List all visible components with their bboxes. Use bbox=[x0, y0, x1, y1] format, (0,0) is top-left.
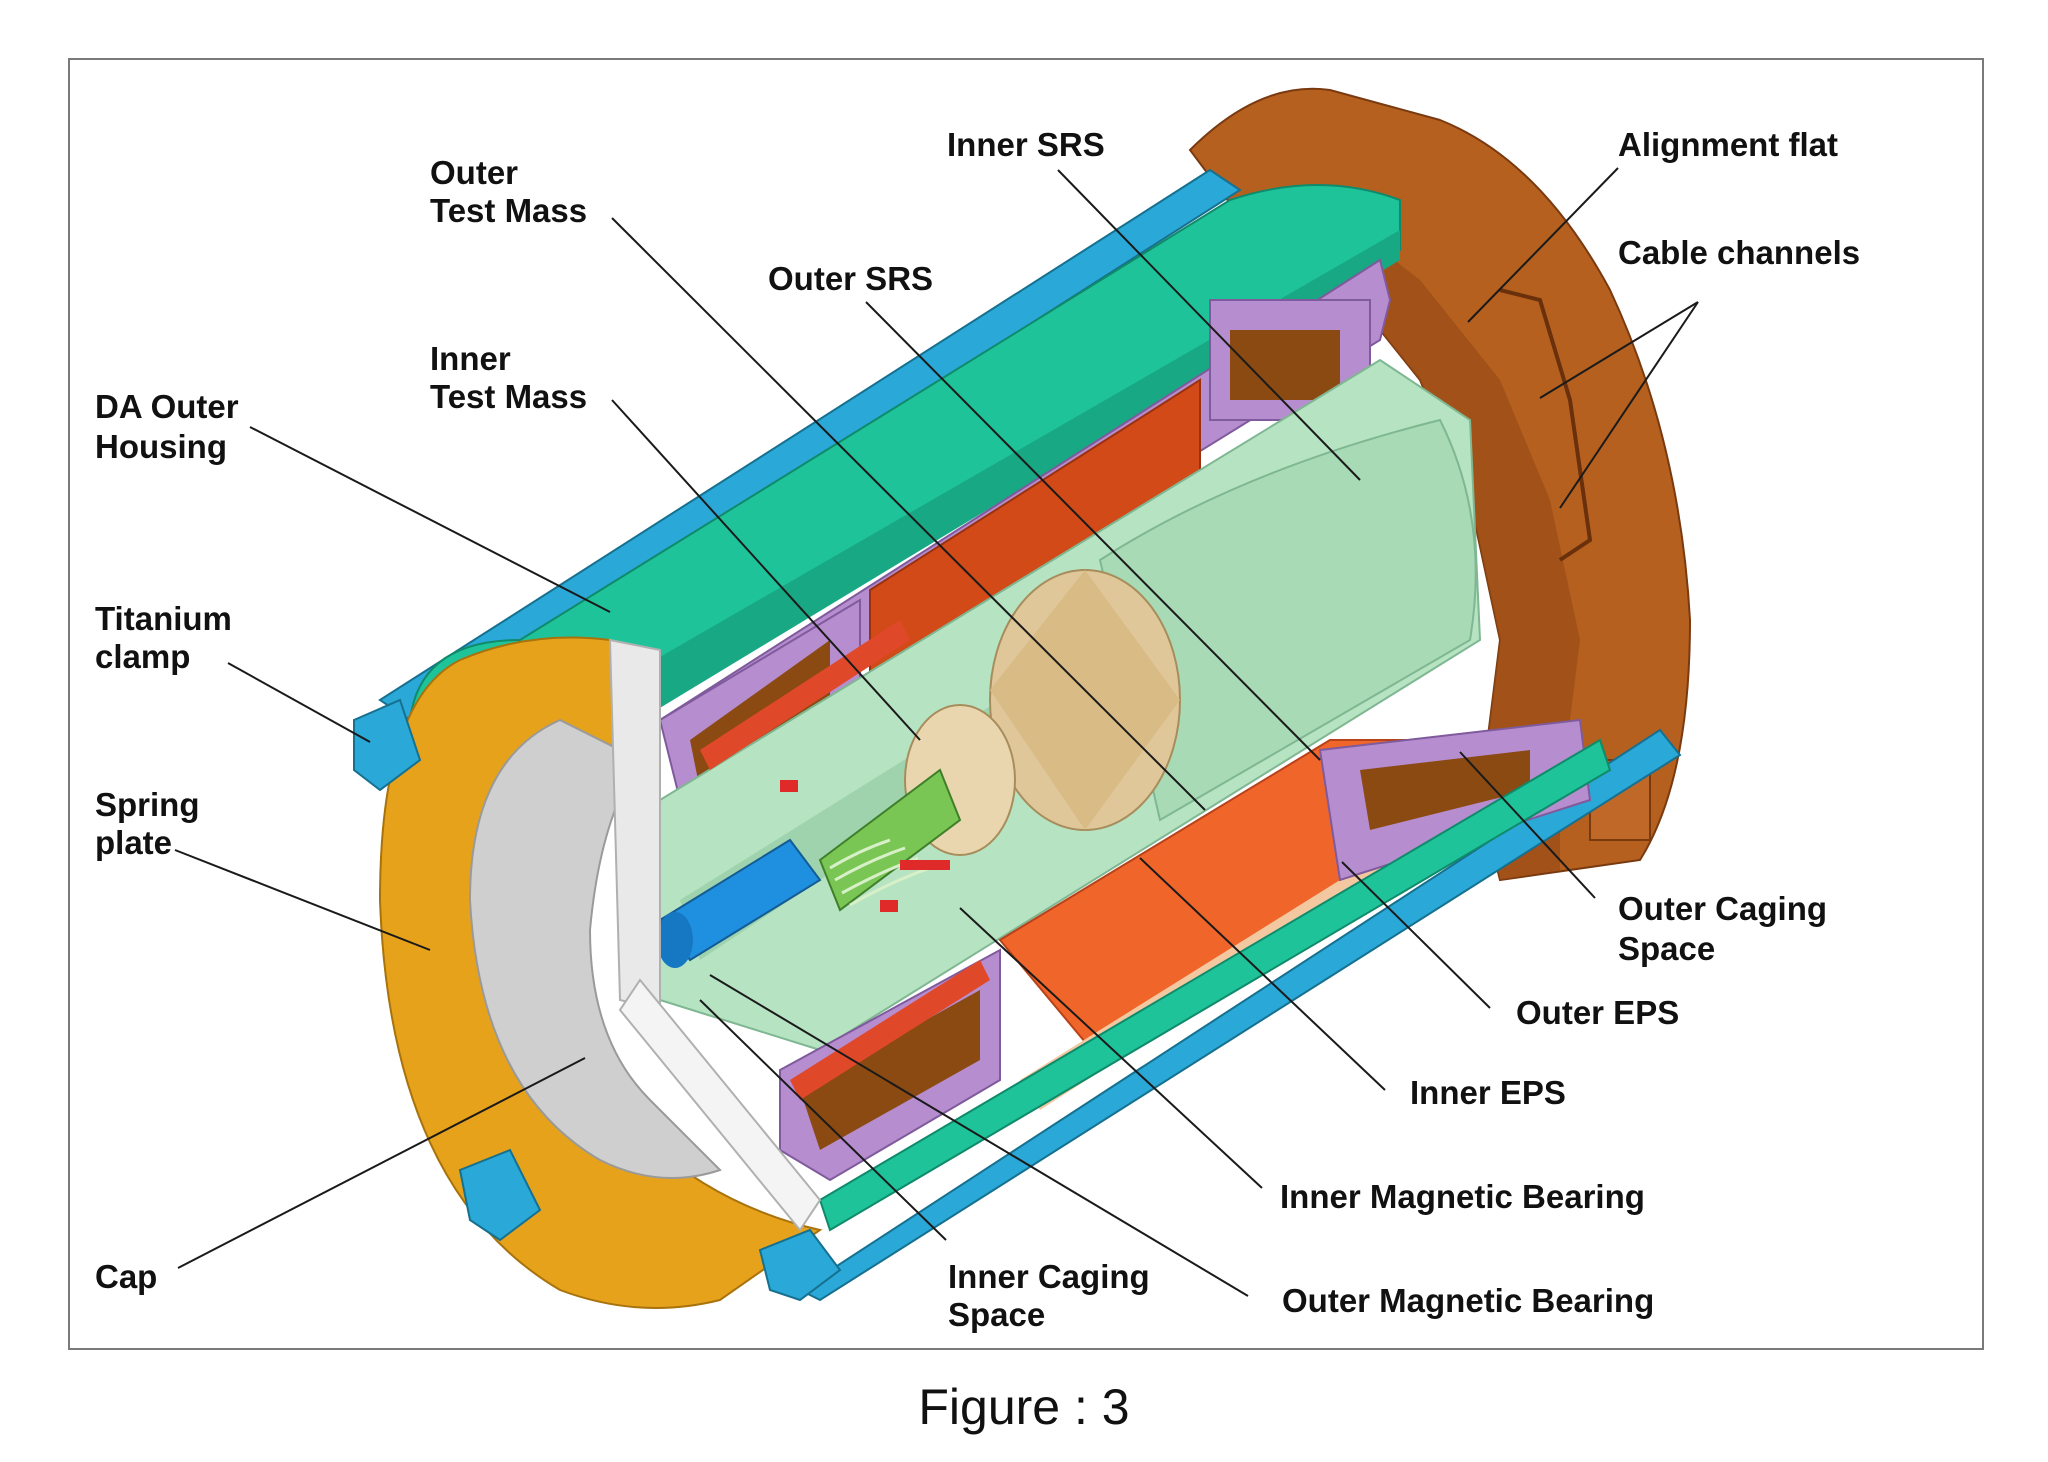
figure-caption: Figure : 3 bbox=[918, 1379, 1130, 1435]
coil-and-rod bbox=[657, 768, 962, 968]
label-inner-srs: Inner SRS bbox=[947, 126, 1105, 163]
label-outer-test-mass: Outer Test Mass bbox=[430, 154, 587, 229]
label-cable-channels: Cable channels bbox=[1618, 234, 1860, 271]
label-cap: Cap bbox=[95, 1258, 157, 1295]
label-inner-eps: Inner EPS bbox=[1410, 1074, 1566, 1111]
titanium-clamps bbox=[353, 698, 842, 1302]
red-small-parts bbox=[630, 620, 990, 1100]
label-inner-caging-space: Inner Caging Space bbox=[948, 1258, 1159, 1333]
label-outer-caging-space: Outer Caging Space bbox=[1618, 890, 1836, 967]
label-da-outer-housing: DA Outer Housing bbox=[95, 388, 248, 465]
label-outer-srs: Outer SRS bbox=[768, 260, 933, 297]
label-inner-magnetic-bearing: Inner Magnetic Bearing bbox=[1280, 1178, 1645, 1215]
label-alignment-flat: Alignment flat bbox=[1618, 126, 1838, 163]
label-outer-eps: Outer EPS bbox=[1516, 994, 1679, 1031]
label-spring-plate: Spring plate bbox=[95, 786, 209, 861]
spring-plate-and-cap bbox=[378, 636, 823, 1309]
label-inner-test-mass: Inner Test Mass bbox=[430, 340, 587, 415]
label-outer-magnetic-bearing: Outer Magnetic Bearing bbox=[1282, 1282, 1654, 1319]
label-titanium-clamp: Titanium clamp bbox=[95, 600, 241, 675]
labels: Outer Test Mass Inner SRS Alignment flat… bbox=[95, 126, 1860, 1333]
leader-lines bbox=[174, 167, 1699, 1297]
